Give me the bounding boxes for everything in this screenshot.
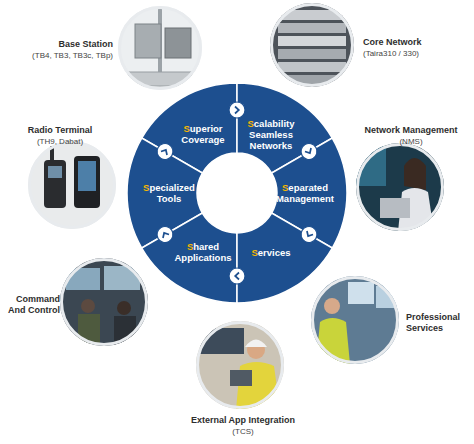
photo-background: [58, 256, 150, 348]
server-unit: [278, 23, 346, 33]
segment-label: Superior Coverage: [167, 123, 239, 145]
safety-helmet: [245, 340, 267, 348]
person-head: [324, 298, 340, 314]
arrow-chevron: [161, 231, 169, 238]
photo-circle: Core Network(Taira310 / 330): [270, 3, 354, 87]
server-unit: [278, 36, 346, 46]
model-names: (TB4, TB3, TB3c, TBp): [9, 50, 113, 61]
radio-unit: [165, 28, 191, 58]
segment-wedge: [237, 213, 332, 303]
component-name: Professional Services: [406, 312, 474, 334]
photo-label: External App Integration(TCS): [133, 415, 353, 437]
display-screen: [66, 268, 100, 290]
radio-handset: [44, 160, 66, 208]
segment-label: Shared Applications: [167, 241, 239, 263]
arrow-chevron: [305, 231, 313, 238]
photo-label: Core Network(Taira310 / 330): [363, 37, 473, 59]
person-body: [114, 316, 136, 346]
server-unit: [278, 10, 346, 20]
photo-label: Radio Terminal(TH9, Dabat): [8, 125, 112, 147]
tablet: [230, 370, 252, 386]
segment-label: Specialized Tools: [133, 182, 205, 204]
cycle-arrow: [229, 102, 245, 118]
component-name: Base Station: [9, 39, 113, 50]
component-name: Command And Control: [3, 294, 60, 316]
photo-background: [194, 319, 286, 411]
photo-label: Base Station(TB4, TB3, TB3c, TBp): [9, 39, 113, 61]
arrow-chevron: [305, 148, 313, 155]
server-unit: [278, 62, 346, 72]
model-names: (NMS): [348, 136, 474, 147]
radio-handset: [74, 156, 100, 208]
server-unit: [278, 75, 346, 85]
radio-screen: [78, 161, 96, 191]
radio-antenna: [50, 146, 54, 162]
external-app-photo: [194, 319, 286, 411]
component-name: Core Network: [363, 37, 473, 48]
equipment-rack: [128, 72, 192, 86]
arrow-chevron: [235, 107, 239, 114]
component-name: External App Integration: [133, 415, 353, 426]
command-control-photo: [58, 256, 150, 348]
person-body: [78, 314, 100, 344]
photo-circle: External App Integration(TCS): [196, 321, 284, 409]
photo-label: Network Management(NMS): [348, 125, 474, 147]
radio-screen: [48, 166, 62, 178]
segment-label: Services: [235, 246, 307, 257]
map-screen: [200, 328, 244, 354]
server-lights: [356, 146, 386, 186]
arrow-circle: [229, 102, 245, 118]
photo-background: [265, 0, 365, 100]
cycle-arrow: [229, 268, 245, 284]
segment-label: Scalability Seamless Networks: [235, 118, 307, 151]
photo-circle: Network Management(NMS): [356, 143, 444, 231]
display-screen: [104, 266, 140, 290]
antenna-panel: [135, 24, 161, 58]
person-head: [117, 301, 131, 315]
core-network-photo: [265, 0, 365, 100]
arrow-chevron: [235, 273, 239, 280]
photo-background: [309, 274, 401, 366]
model-names: (Taira310 / 330): [363, 48, 473, 59]
base-station-photo: [110, 0, 210, 100]
radio-terminal-photo: [25, 138, 120, 233]
photo-circle: Base Station(TB4, TB3, TB3c, TBp): [118, 6, 202, 90]
photo-circle: Professional Services: [311, 276, 399, 364]
professional-services-photo: [309, 274, 401, 366]
model-names: (TH9, Dabat): [8, 136, 112, 147]
arrow-circle: [229, 268, 245, 284]
network-management-photo: [352, 140, 448, 236]
segment-label: Separated Management: [269, 182, 341, 204]
photo-label: Command And Control: [3, 294, 60, 316]
person-hair: [404, 158, 426, 190]
photo-circle: Radio Terminal(TH9, Dabat): [28, 141, 116, 229]
laptop: [380, 198, 410, 218]
person-head: [81, 299, 95, 313]
photo-background: [110, 0, 210, 100]
photo-circle: Command And Control: [60, 258, 148, 346]
model-names: (TCS): [133, 426, 353, 437]
display-screen: [348, 282, 374, 304]
server-unit: [278, 49, 346, 59]
photo-label: Professional Services: [406, 312, 474, 334]
photo-background: [25, 138, 120, 233]
component-name: Radio Terminal: [8, 125, 112, 136]
component-name: Network Management: [348, 125, 474, 136]
arrow-chevron: [161, 148, 169, 155]
photo-background: [352, 140, 448, 236]
safety-vest: [316, 318, 350, 364]
